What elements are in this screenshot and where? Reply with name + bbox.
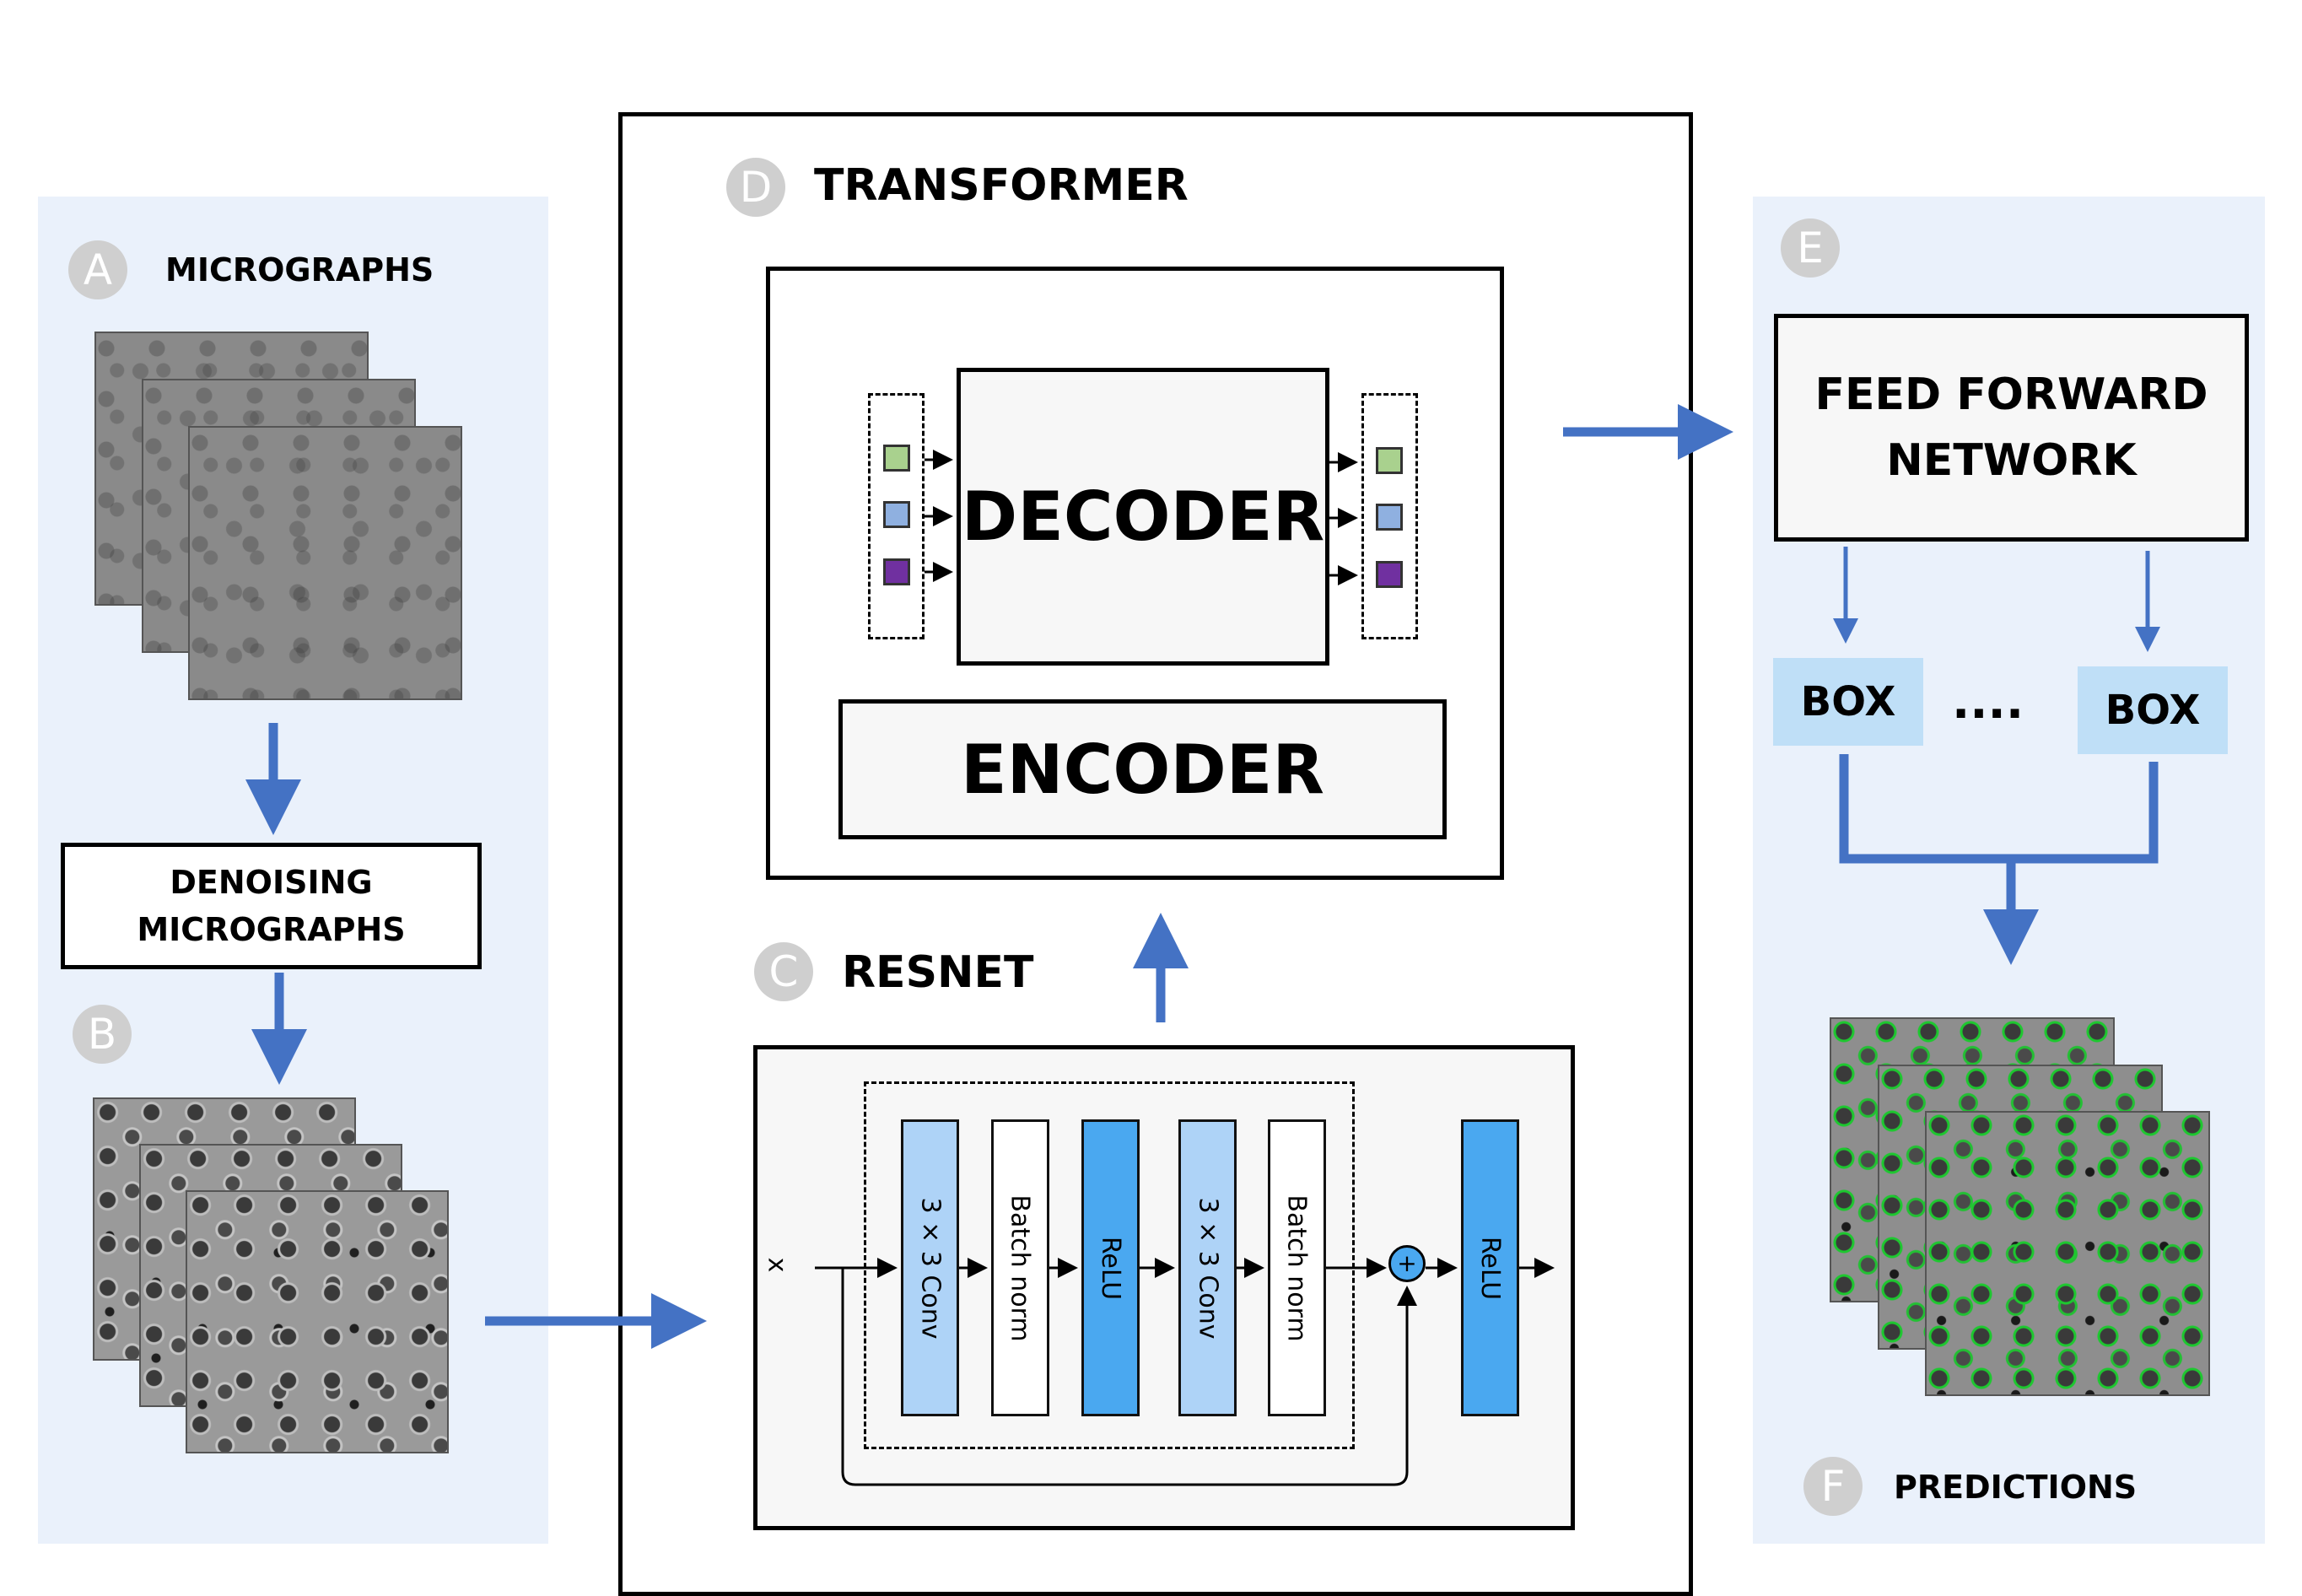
denoised-micrograph-3 (186, 1190, 449, 1453)
denoising-line2: MICROGRAPHS (137, 911, 406, 948)
badge-c: C (754, 942, 813, 1001)
prediction-micrograph-3 (1925, 1111, 2210, 1396)
query-blue (883, 501, 910, 528)
badge-a: A (68, 240, 127, 299)
denoising-box: DENOISING MICROGRAPHS (61, 843, 482, 969)
output-green (1376, 447, 1403, 474)
connector-boxes-merge (1839, 754, 2159, 864)
resnet-title: RESNET (842, 947, 1034, 998)
transformer-title: TRANSFORMER (814, 160, 1189, 211)
feed-forward-network-box: FEED FORWARD NETWORK (1774, 314, 2249, 542)
query-purple (883, 558, 910, 585)
output-purple (1376, 561, 1403, 588)
conv-block-1: 3 × 3 Conv (901, 1119, 959, 1416)
box-output-2: BOX (2078, 666, 2228, 754)
resnet-box (753, 1045, 1575, 1530)
ellipsis-dots: .... (1952, 675, 2024, 730)
encoder-box: ENCODER (838, 699, 1447, 839)
micrographs-title: MICROGRAPHS (165, 251, 434, 288)
batchnorm-block-1: Batch norm (991, 1119, 1049, 1416)
resnet-dashed-group (864, 1081, 1355, 1449)
query-green (883, 445, 910, 472)
relu-block-2: ReLU (1461, 1119, 1519, 1416)
ffn-line1: FEED FORWARD (1814, 369, 2208, 420)
badge-d: D (726, 158, 785, 217)
denoising-line1: DENOISING (170, 864, 373, 901)
predictions-title: PREDICTIONS (1894, 1469, 2138, 1506)
output-blue (1376, 504, 1403, 531)
residual-sum-node: + (1388, 1245, 1426, 1282)
badge-e: E (1781, 218, 1840, 278)
ffn-line2: NETWORK (1886, 435, 2137, 486)
badge-b: B (73, 1005, 132, 1064)
decoder-box: DECODER (957, 368, 1329, 666)
batchnorm-block-2: Batch norm (1268, 1119, 1326, 1416)
box-output-1: BOX (1773, 658, 1923, 746)
conv-block-2: 3 × 3 Conv (1178, 1119, 1237, 1416)
raw-micrograph-3 (188, 426, 462, 700)
relu-block-1: ReLU (1081, 1119, 1140, 1416)
badge-f: F (1803, 1457, 1863, 1516)
